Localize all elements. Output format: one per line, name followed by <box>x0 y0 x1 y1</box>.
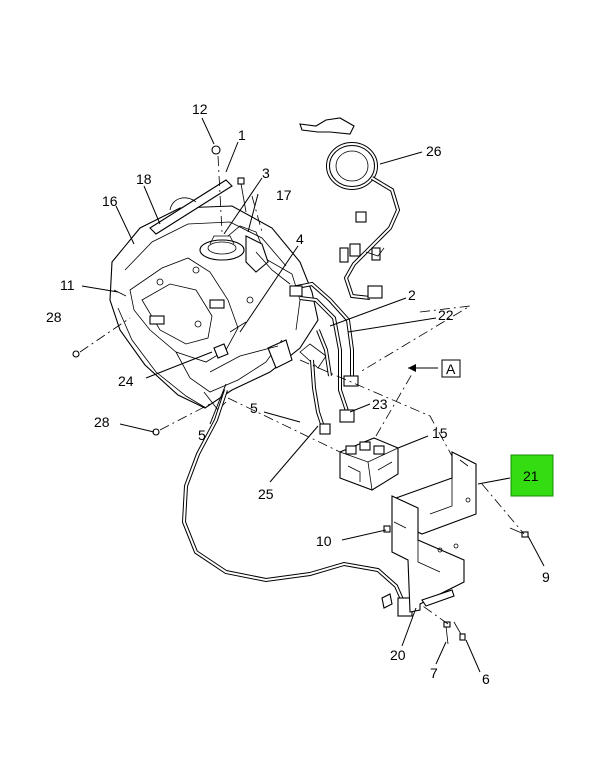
view-marker-a: A <box>441 359 461 378</box>
callout-11: 11 <box>60 277 75 293</box>
tank-strap <box>149 179 233 235</box>
callout-15: 15 <box>432 425 448 441</box>
long-cable <box>181 359 413 617</box>
view-marker-label: A <box>446 361 456 377</box>
highlight-callout-21[interactable]: 21 <box>510 454 554 497</box>
callout-6: 6 <box>482 671 490 687</box>
callout-24: 24 <box>118 373 134 389</box>
callout-12: 12 <box>192 101 208 117</box>
callout-25: 25 <box>258 486 274 502</box>
leader-lines <box>81 117 545 673</box>
callout-9: 9 <box>542 569 550 585</box>
callout-5-left: 5 <box>198 427 206 443</box>
callout-28-upper: 28 <box>46 309 62 325</box>
fastener-6 <box>453 621 466 641</box>
assembly-centerlines <box>79 155 525 625</box>
callout-1: 1 <box>238 127 246 143</box>
callout-2: 2 <box>408 287 416 303</box>
callout-3: 3 <box>262 165 270 181</box>
electronic-module-15 <box>339 437 399 491</box>
callout-21[interactable]: 21 <box>523 468 539 484</box>
callout-7: 7 <box>430 665 438 681</box>
callout-17: 17 <box>276 187 292 203</box>
callout-10: 10 <box>316 533 332 549</box>
fuel-lines <box>289 281 359 423</box>
fastener-11 <box>113 289 127 297</box>
fastener-7 <box>443 621 451 645</box>
fastener-9 <box>509 527 529 538</box>
callout-16: 16 <box>102 193 118 209</box>
lower-bracket-20 <box>391 495 465 613</box>
callout-22: 22 <box>438 307 454 323</box>
wire-harness <box>299 117 401 300</box>
callout-23: 23 <box>372 396 388 412</box>
fastener-10 <box>383 525 391 533</box>
fuel-sender-unit <box>199 225 263 261</box>
callout-20: 20 <box>390 647 406 663</box>
callout-5-right: 5 <box>250 400 258 416</box>
callout-18: 18 <box>136 171 152 187</box>
bracket-24 <box>213 321 247 359</box>
fastener-28-upper <box>72 350 80 358</box>
nut-12 <box>211 145 221 155</box>
callout-28-lower: 28 <box>94 414 110 430</box>
callout-4: 4 <box>296 231 304 247</box>
bolt-1 <box>237 177 247 213</box>
harness-clip-17 <box>245 235 291 285</box>
callout-26: 26 <box>426 143 442 159</box>
callout-labels: 12 1 3 18 16 17 4 26 11 2 22 28 24 23 5 … <box>46 101 550 687</box>
